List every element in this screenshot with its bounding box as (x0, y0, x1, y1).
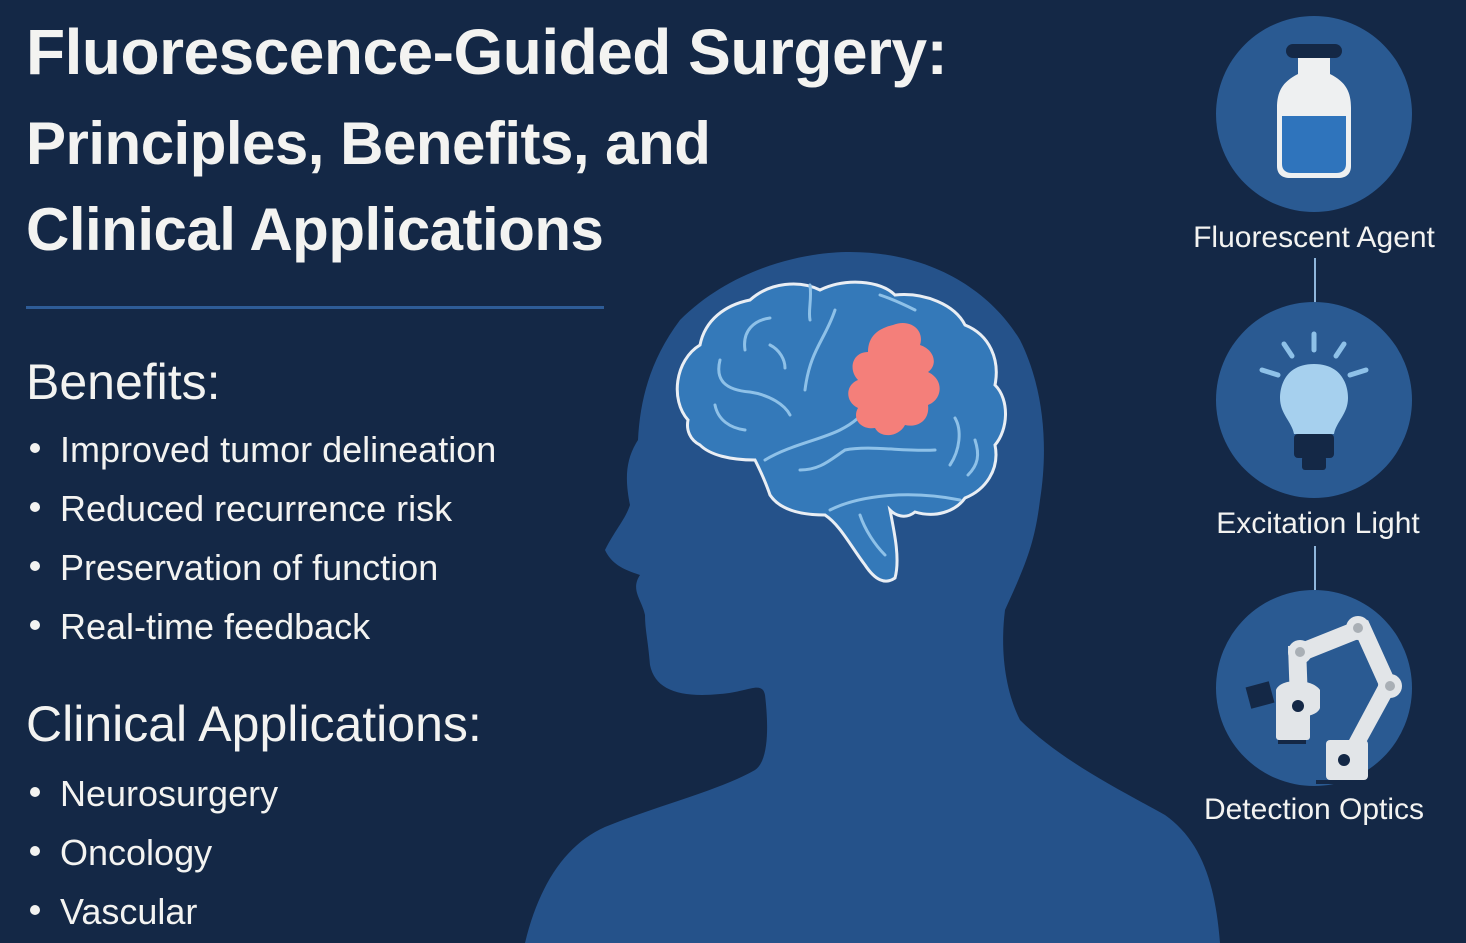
list-item: Vascular (30, 882, 278, 941)
benefits-heading: Benefits: (26, 354, 221, 410)
step-detection-optics (1216, 590, 1412, 786)
list-item-text: Oncology (60, 832, 213, 873)
list-item-text: Vascular (60, 891, 198, 932)
page-title-line-1: Fluorescence-Guided Surgery: (26, 16, 948, 88)
light-bulb-icon (1259, 331, 1369, 470)
clinical-applications-list: Neurosurgery Oncology Vascular (30, 764, 278, 941)
list-item: Neurosurgery (30, 764, 278, 823)
list-item-text: Improved tumor delineation (60, 429, 497, 470)
title-divider (26, 306, 604, 309)
bullet-icon (30, 502, 40, 513)
list-item: Improved tumor delineation (30, 420, 496, 479)
list-item: Real-time feedback (30, 597, 496, 656)
vial-icon (1277, 44, 1351, 178)
tumor-highlight (848, 322, 940, 436)
bullet-icon (30, 846, 40, 857)
list-item-text: Preservation of function (60, 547, 439, 588)
list-item: Preservation of function (30, 538, 496, 597)
step-fluorescent-agent (1216, 16, 1412, 212)
page-title-line-2: Principles, Benefits, and (26, 110, 711, 177)
list-item: Reduced recurrence risk (30, 479, 496, 538)
list-item-text: Neurosurgery (60, 773, 279, 814)
step-excitation-light (1216, 302, 1412, 498)
benefits-list: Improved tumor delineation Reduced recur… (30, 420, 496, 656)
workflow-connector (1314, 258, 1316, 304)
step-label: Fluorescent Agent (1193, 221, 1435, 254)
step-label: Excitation Light (1216, 507, 1420, 540)
list-item-text: Real-time feedback (60, 606, 371, 647)
workflow-connector (1314, 546, 1316, 590)
bullet-icon (30, 620, 40, 631)
list-item-text: Reduced recurrence risk (60, 488, 453, 529)
bullet-icon (30, 905, 40, 916)
clinical-applications-heading: Clinical Applications: (26, 696, 482, 752)
robotic-microscope-icon (1245, 616, 1402, 784)
bullet-icon (30, 561, 40, 572)
list-item: Oncology (30, 823, 278, 882)
bullet-icon (30, 787, 40, 798)
step-label: Detection Optics (1203, 793, 1425, 826)
bullet-icon (30, 443, 40, 454)
page-title-line-3: Clinical Applications (26, 196, 604, 263)
